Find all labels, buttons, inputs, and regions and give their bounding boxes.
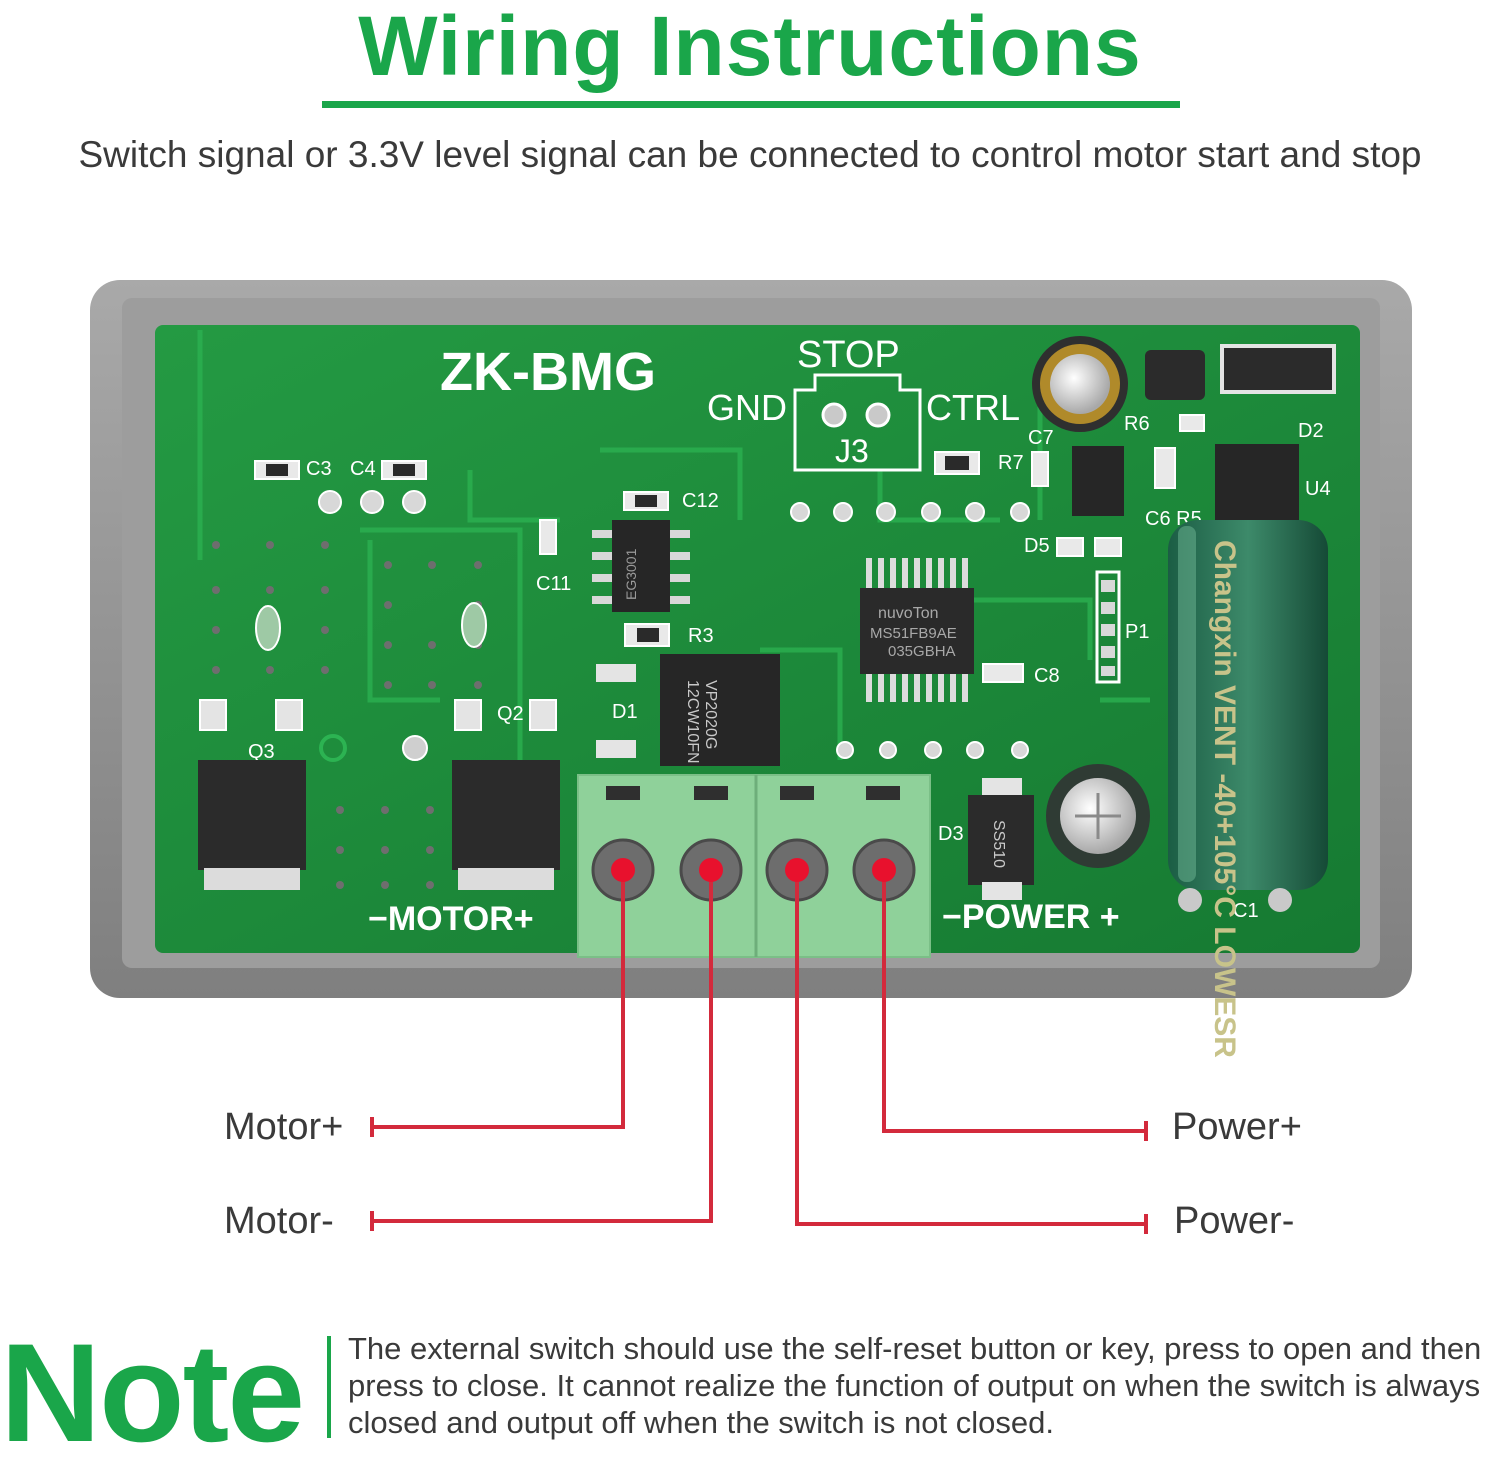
mcu-chip: nuvoTon MS51FB9AE 035GBHA bbox=[860, 558, 974, 702]
silk-c3: C3 bbox=[306, 458, 332, 480]
silk-c11: C11 bbox=[536, 573, 571, 595]
electrolytic-capacitor: Changxin VENT -40+105°C LOWESR bbox=[1168, 520, 1328, 1058]
label-power-minus: Power- bbox=[1174, 1200, 1295, 1242]
silk-r6: R6 bbox=[1124, 413, 1150, 435]
note-heading: Note bbox=[0, 1314, 305, 1471]
small-capacitor-bottom bbox=[1046, 764, 1150, 868]
regulator: 12CW10FN VP2020G bbox=[596, 654, 780, 766]
diode-d3: SS510 bbox=[968, 778, 1034, 900]
u-small-ic bbox=[1072, 446, 1124, 516]
marker-dot bbox=[872, 858, 896, 882]
marker-dot bbox=[611, 858, 635, 882]
svg-text:SS510: SS510 bbox=[990, 820, 1007, 868]
svg-text:MS51FB9AE: MS51FB9AE bbox=[870, 625, 957, 642]
page-title: Wiring Instructions bbox=[358, 0, 1142, 93]
silk-d1: D1 bbox=[612, 701, 638, 723]
silk-d5: D5 bbox=[1024, 535, 1050, 557]
silk-r3: R3 bbox=[688, 625, 714, 647]
silk-q3: Q3 bbox=[248, 741, 275, 763]
label-motor-minus: Motor- bbox=[224, 1200, 334, 1242]
j3-outline bbox=[793, 373, 922, 472]
j3-pin-ctrl bbox=[865, 402, 891, 428]
ctrl-label: CTRL bbox=[926, 387, 1020, 428]
silk-c7: C7 bbox=[1028, 427, 1054, 449]
wire-power-plus bbox=[882, 870, 1146, 1133]
wire-motor-plus bbox=[372, 870, 625, 1129]
wire-power-minus bbox=[795, 870, 1146, 1226]
silk-c4: C4 bbox=[350, 458, 376, 480]
j3-label: J3 bbox=[835, 433, 869, 469]
subtitle: Switch signal or 3.3V level signal can b… bbox=[78, 134, 1422, 175]
silk-c12: C12 bbox=[682, 490, 719, 512]
silk-p1: P1 bbox=[1125, 621, 1149, 643]
silk-c8: C8 bbox=[1034, 665, 1060, 687]
silk-u4: U4 bbox=[1305, 478, 1331, 500]
power-silk-label: −POWER + bbox=[942, 898, 1120, 936]
svg-text:nuvoTon: nuvoTon bbox=[878, 605, 939, 622]
silk-c1: C1 bbox=[1233, 900, 1259, 922]
board-diagram: ZK-BMG STOP GND CTRL J3 C3 C4 C12 C11 R3… bbox=[90, 280, 1412, 1234]
stop-label: STOP bbox=[797, 334, 900, 376]
mosfet-q2 bbox=[452, 699, 560, 890]
silk-q2: Q2 bbox=[497, 703, 524, 725]
model-label: ZK-BMG bbox=[440, 342, 656, 402]
silk-r7: R7 bbox=[998, 452, 1024, 474]
driver-ic: EG3001 bbox=[592, 520, 690, 612]
svg-text:EG3001: EG3001 bbox=[623, 548, 639, 600]
schottky-top bbox=[1220, 344, 1336, 394]
svg-text:VP2020G: VP2020G bbox=[702, 680, 719, 749]
u4-ic bbox=[1215, 444, 1299, 520]
gnd-label: GND bbox=[707, 387, 787, 428]
p1-header bbox=[1095, 570, 1121, 684]
title-underline bbox=[322, 101, 1180, 108]
motor-silk-label: −MOTOR+ bbox=[368, 900, 534, 938]
note-divider bbox=[327, 1336, 331, 1438]
silk-d2: D2 bbox=[1298, 420, 1324, 442]
wiring-lines bbox=[370, 870, 1148, 1234]
svg-text:12CW10FN: 12CW10FN bbox=[684, 680, 701, 764]
silk-d3: D3 bbox=[938, 823, 964, 845]
wire-motor-minus bbox=[372, 870, 713, 1223]
marker-dot bbox=[785, 858, 809, 882]
svg-text:Changxin VENT -40+105°C LOWESR: Changxin VENT -40+105°C LOWESR bbox=[1208, 540, 1241, 1058]
small-capacitor-top bbox=[1032, 336, 1128, 432]
label-power-plus: Power+ bbox=[1172, 1106, 1302, 1148]
label-motor-plus: Motor+ bbox=[224, 1106, 344, 1148]
note-text: The external switch should use the self-… bbox=[348, 1331, 1482, 1440]
mosfet-q3 bbox=[198, 699, 306, 890]
inductor bbox=[1145, 350, 1205, 400]
svg-text:035GBHA: 035GBHA bbox=[888, 643, 956, 660]
j3-pin-gnd bbox=[821, 402, 847, 428]
marker-dot bbox=[699, 858, 723, 882]
